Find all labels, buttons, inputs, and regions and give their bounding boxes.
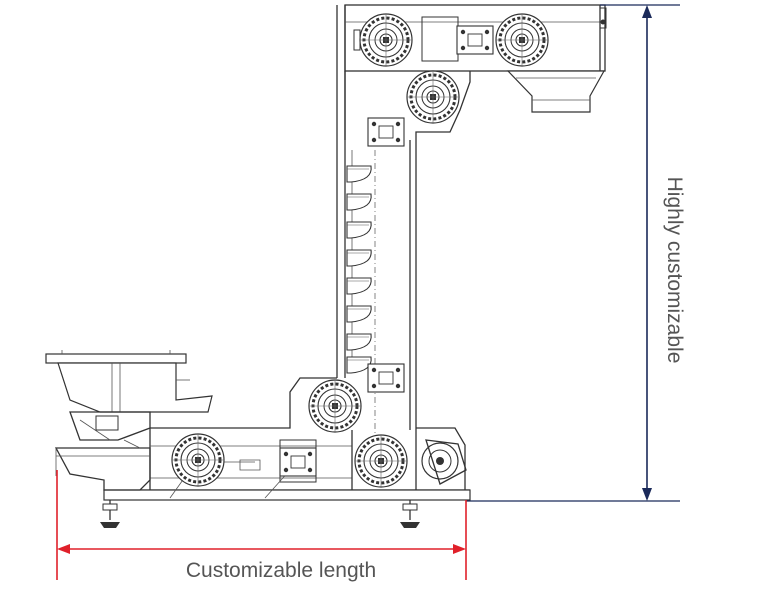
feed-hopper <box>45 350 213 491</box>
length-arrow-head-left <box>57 544 70 554</box>
upper-idler-sprocket <box>405 69 461 125</box>
height-dimension: Highly customizable <box>466 4 686 502</box>
drive-motor <box>421 439 467 485</box>
boot-drive-sprocket <box>353 433 409 489</box>
height-label: Highly customizable <box>663 177 686 364</box>
top-right-sprocket <box>494 12 550 68</box>
boot-bearing-plate <box>367 363 405 393</box>
tail-bearing-plate <box>279 447 317 477</box>
height-arrow-head-top <box>642 5 652 18</box>
boot-upper-sprocket <box>307 378 363 434</box>
machine-drawing <box>45 4 607 528</box>
head-bearing-plate <box>456 25 494 55</box>
tail-sprocket <box>170 432 226 488</box>
leveling-feet <box>100 500 420 528</box>
height-arrow-head-bottom <box>642 488 652 501</box>
bucket-chain <box>346 165 372 374</box>
length-arrow-head-right <box>453 544 466 554</box>
length-dimension: Customizable length <box>56 470 467 582</box>
length-label: Customizable length <box>186 559 376 582</box>
head-housing <box>344 4 606 140</box>
top-left-sprocket <box>358 12 414 68</box>
upper-bearing-plate <box>367 117 405 147</box>
